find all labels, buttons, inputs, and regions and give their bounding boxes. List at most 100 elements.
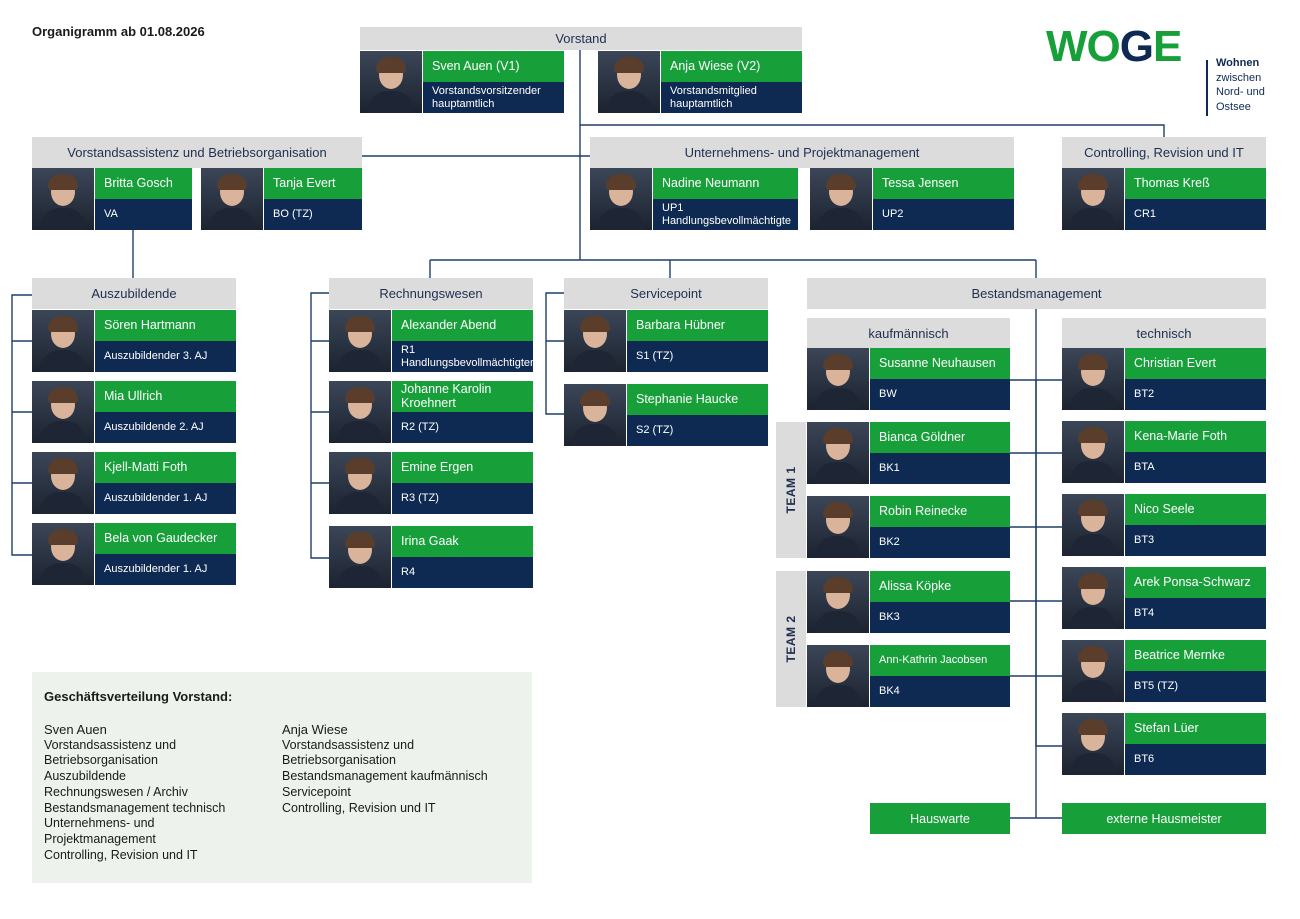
- person-photo: [32, 381, 94, 443]
- person-card: Barbara Hübner S1 (TZ): [564, 310, 768, 372]
- person-role: UP2: [873, 199, 1014, 230]
- person-card: Robin Reinecke BK2: [807, 496, 1010, 558]
- header-bestandsmanagement: Bestandsmanagement: [807, 278, 1266, 309]
- logo-tagline-line: Nord- und: [1216, 86, 1265, 98]
- person-name: Kena-Marie Foth: [1125, 421, 1266, 452]
- distribution-line: Betriebsorganisation: [282, 753, 396, 768]
- person-photo: [807, 496, 869, 558]
- person-role: BK4: [870, 676, 1010, 707]
- distribution-line: Vorstandsassistenz und: [282, 737, 415, 752]
- person-name: Alissa Köpke: [870, 571, 1010, 602]
- person-card: Sven Auen (V1) Vorstandsvorsitzender hau…: [360, 51, 564, 113]
- person-name: Robin Reinecke: [870, 496, 1010, 527]
- person-card: Kena-Marie Foth BTA: [1062, 421, 1266, 483]
- person-name: Beatrice Mernke: [1125, 640, 1266, 671]
- person-role: S2 (TZ): [627, 415, 768, 446]
- person-name: Thomas Kreß: [1125, 168, 1266, 199]
- person-card: Christian Evert BT2: [1062, 348, 1266, 410]
- person-photo: [1062, 494, 1124, 556]
- person-name: Susanne Neuhausen: [870, 348, 1010, 379]
- person-card: Bianca Göldner BK1: [807, 422, 1010, 484]
- person-name: Stephanie Haucke: [627, 384, 768, 415]
- person-card: Nico Seele BT3: [1062, 494, 1266, 556]
- person-photo: [32, 452, 94, 514]
- logo-divider: [1206, 60, 1208, 116]
- person-card: Susanne Neuhausen BW: [807, 348, 1010, 410]
- person-name: Nico Seele: [1125, 494, 1266, 525]
- person-photo: [590, 168, 652, 230]
- person-photo: [564, 310, 626, 372]
- header-technisch: technisch: [1062, 318, 1266, 348]
- person-photo: [32, 310, 94, 372]
- person-role: BW: [870, 379, 1010, 410]
- person-name: Arek Ponsa-Schwarz: [1125, 567, 1266, 598]
- person-card: Emine Ergen R3 (TZ): [329, 452, 533, 514]
- person-name: Tanja Evert: [264, 168, 362, 199]
- person-name: Kjell-Matti Foth: [95, 452, 236, 483]
- person-name: Britta Gosch: [95, 168, 192, 199]
- person-role: BT5 (TZ): [1125, 671, 1266, 702]
- team-label-text: TEAM 2: [784, 615, 798, 663]
- person-role: BK1: [870, 453, 1010, 484]
- team-2-label: TEAM 2: [776, 571, 806, 707]
- person-name: Nadine Neumann: [653, 168, 798, 199]
- header-rechnungswesen: Rechnungswesen: [329, 278, 533, 309]
- person-photo: [1062, 421, 1124, 483]
- person-photo: [1062, 348, 1124, 410]
- person-photo: [329, 526, 391, 588]
- person-name: Sven Auen (V1): [423, 51, 564, 82]
- logo-tagline-line: Wohnen: [1216, 57, 1260, 69]
- person-role: BO (TZ): [264, 199, 362, 230]
- distribution-column-wiese: Anja Wiese Vorstandsassistenz und Betrie…: [282, 722, 488, 816]
- person-role: VA: [95, 199, 192, 230]
- person-role: BT2: [1125, 379, 1266, 410]
- header-assistenz: Vorstandsassistenz und Betriebsorganisat…: [32, 137, 362, 168]
- header-vorstand: Vorstand: [360, 27, 802, 50]
- person-card: Alexander Abend R1 Handlungsbevollmächti…: [329, 310, 534, 372]
- distribution-line: Bestandsmanagement technisch: [44, 800, 226, 815]
- woge-logo: WOGE Wohnen zwischen Nord- und Ostsee: [1046, 22, 1286, 118]
- person-role: R4: [392, 557, 533, 588]
- person-card: Thomas Kreß CR1: [1062, 168, 1266, 230]
- hauswarte-box: Hauswarte: [870, 803, 1010, 834]
- person-role: BTA: [1125, 452, 1266, 483]
- person-role: BT3: [1125, 525, 1266, 556]
- header-servicepoint: Servicepoint: [564, 278, 768, 309]
- distribution-line: Rechnungswesen / Archiv: [44, 784, 188, 799]
- person-role: R1 Handlungsbevollmächtigter: [392, 341, 534, 372]
- person-card: Britta Gosch VA: [32, 168, 192, 230]
- person-role: CR1: [1125, 199, 1266, 230]
- person-name: Emine Ergen: [392, 452, 533, 483]
- person-role: BK2: [870, 527, 1010, 558]
- distribution-column-auen: Sven Auen Vorstandsassistenz und Betrieb…: [44, 722, 225, 863]
- person-role: UP1 Handlungsbevollmächtigte: [653, 199, 798, 230]
- person-role: Auszubildender 1. AJ: [95, 554, 236, 585]
- person-photo: [1062, 567, 1124, 629]
- person-photo: [32, 168, 94, 230]
- person-photo: [1062, 168, 1124, 230]
- person-photo: [1062, 640, 1124, 702]
- person-photo: [360, 51, 422, 113]
- person-card: Anja Wiese (V2) Vorstandsmitglied haupta…: [598, 51, 802, 113]
- person-role: Auszubildende 2. AJ: [95, 412, 236, 443]
- distribution-line: Vorstandsassistenz und: [44, 737, 177, 752]
- distribution-line: Betriebsorganisation: [44, 753, 158, 768]
- person-card: Tanja Evert BO (TZ): [201, 168, 362, 230]
- person-name: Stefan Lüer: [1125, 713, 1266, 744]
- person-name: Irina Gaak: [392, 526, 533, 557]
- person-photo: [329, 310, 391, 372]
- distribution-line: Controlling, Revision und IT: [282, 800, 436, 815]
- distribution-line: Bestandsmanagement kaufmännisch: [282, 769, 488, 784]
- person-photo: [807, 645, 869, 707]
- person-name: Mia Ullrich: [95, 381, 236, 412]
- distribution-line: Servicepoint: [282, 784, 351, 799]
- person-photo: [564, 384, 626, 446]
- geschaeftsverteilung-panel: Geschäftsverteilung Vorstand: Sven Auen …: [32, 672, 532, 883]
- person-role: BK3: [870, 602, 1010, 633]
- person-role: Vorstandsmitglied hauptamtlich: [661, 82, 802, 113]
- logo-letter-accent: G: [1119, 22, 1154, 71]
- person-photo: [32, 523, 94, 585]
- person-role: Auszubildender 3. AJ: [95, 341, 236, 372]
- person-name: Anja Wiese (V2): [661, 51, 802, 82]
